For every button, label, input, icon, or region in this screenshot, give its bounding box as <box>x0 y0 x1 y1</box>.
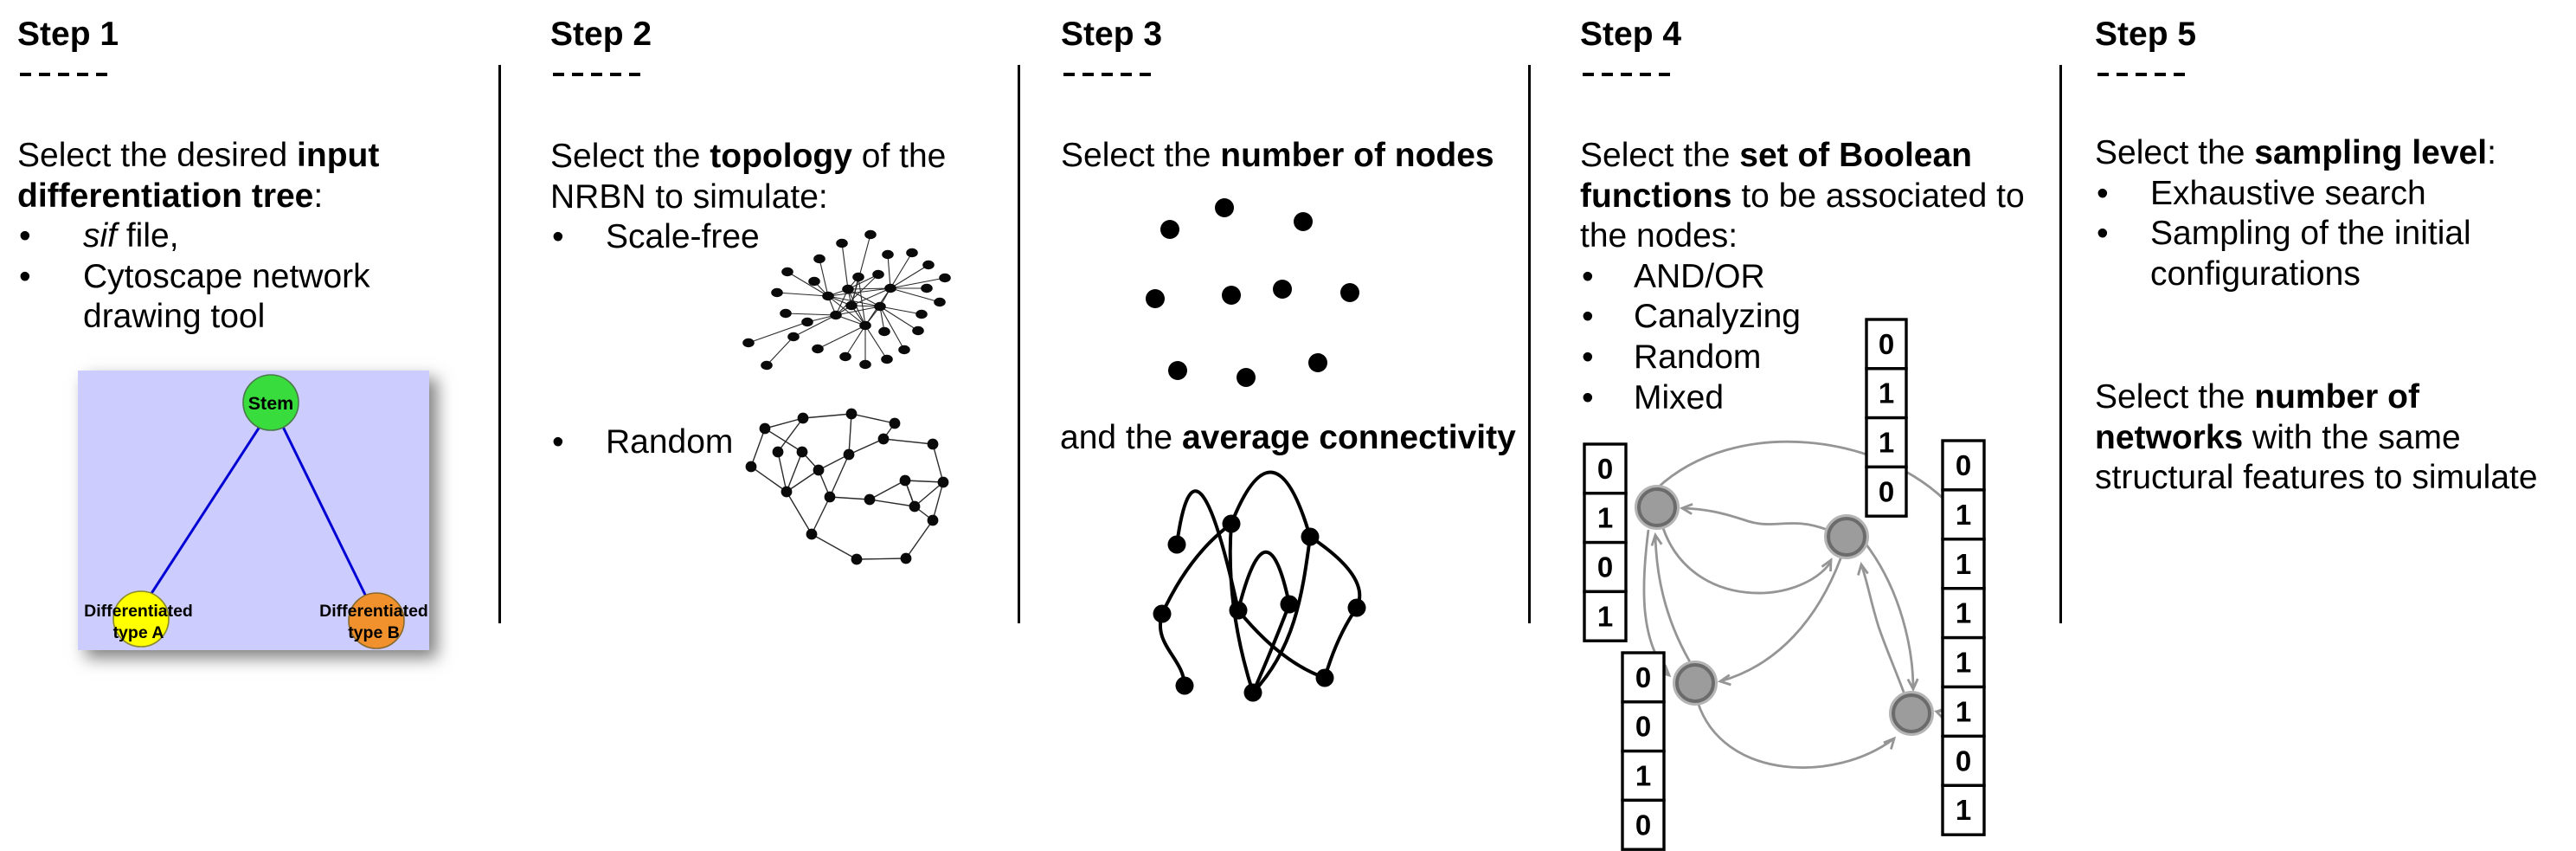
svg-text:0: 0 <box>1879 475 1894 507</box>
svg-text:1: 1 <box>1956 695 1971 727</box>
svg-text:1: 1 <box>1956 499 1971 531</box>
svg-text:1: 1 <box>1597 502 1613 534</box>
svg-text:1: 1 <box>1879 377 1894 409</box>
svg-text:0: 0 <box>1879 328 1894 360</box>
svg-text:0: 0 <box>1635 809 1651 841</box>
svg-text:1: 1 <box>1956 548 1971 580</box>
svg-text:0: 0 <box>1956 449 1971 481</box>
svg-text:0: 0 <box>1956 745 1971 777</box>
svg-text:1: 1 <box>1597 600 1613 632</box>
svg-text:Differentiated: Differentiated <box>319 602 428 621</box>
svg-text:1: 1 <box>1956 647 1971 679</box>
svg-text:1: 1 <box>1635 760 1651 792</box>
svg-text:1: 1 <box>1956 794 1971 826</box>
svg-text:1: 1 <box>1879 427 1894 459</box>
svg-text:0: 0 <box>1635 711 1651 743</box>
svg-text:0: 0 <box>1597 453 1613 485</box>
svg-text:Stem: Stem <box>248 393 294 414</box>
svg-text:type A: type A <box>113 623 164 642</box>
svg-text:0: 0 <box>1597 551 1613 583</box>
svg-text:type B: type B <box>348 623 400 642</box>
svg-text:1: 1 <box>1956 597 1971 629</box>
svg-text:Differentiated: Differentiated <box>84 602 193 621</box>
svg-text:0: 0 <box>1635 661 1651 693</box>
